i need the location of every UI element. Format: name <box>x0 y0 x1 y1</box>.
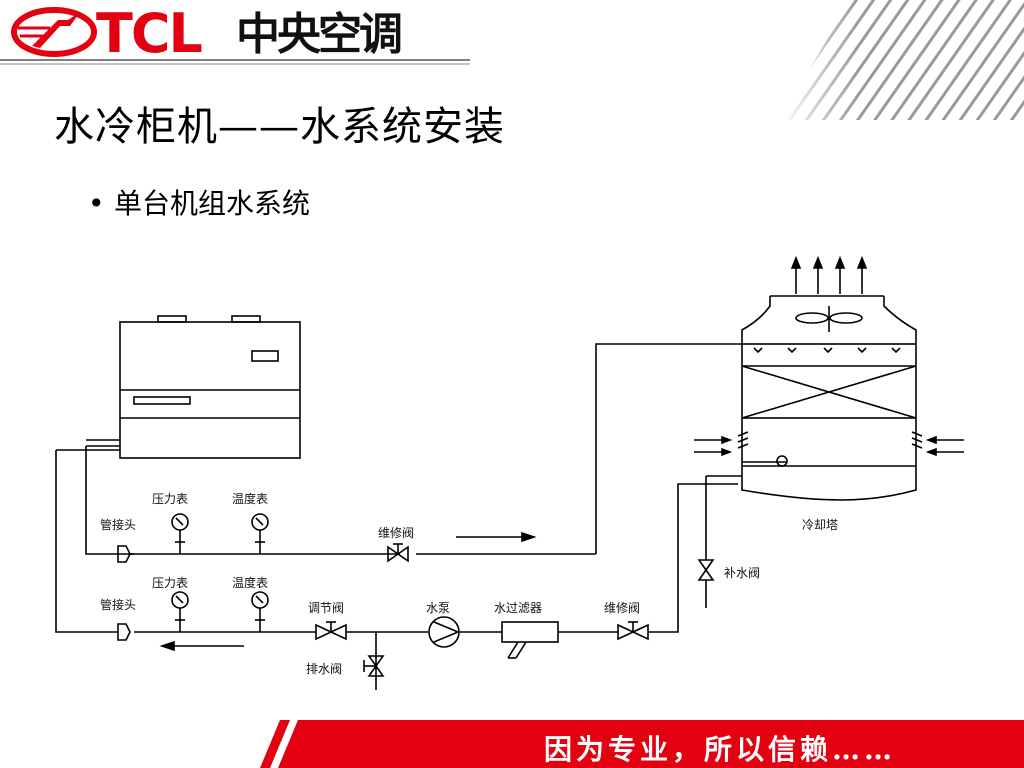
label-makeup-valve: 补水阀 <box>724 566 761 580</box>
bullet-text: 单台机组水系统 <box>114 187 311 220</box>
return-line <box>55 450 738 690</box>
header-rule <box>0 59 470 65</box>
label-thermometer-bottom: 温度表 <box>232 576 269 590</box>
logo-chinese-name: 中央空调 <box>236 9 403 60</box>
label-regulating-valve: 调节阀 <box>308 601 345 615</box>
label-pressure-gauge-top: 压力表 <box>152 492 189 506</box>
slide-title: 水冷柜机——水系统安装 <box>54 104 505 150</box>
label-service-valve-bottom: 维修阀 <box>604 601 641 615</box>
bullet-marker: • <box>88 187 105 220</box>
supply-line <box>85 343 742 563</box>
water-cooled-cabinet-unit <box>56 315 301 459</box>
bullet-item: • 单台机组水系统 <box>88 182 310 222</box>
label-water-pump: 水泵 <box>426 601 451 615</box>
footer-band <box>0 714 1024 768</box>
label-pressure-gauge-bottom: 压力表 <box>152 576 189 590</box>
label-pipe-joint-top: 管接头 <box>100 518 137 532</box>
label-thermometer-top: 温度表 <box>232 492 269 506</box>
label-pipe-joint-bottom: 管接头 <box>100 598 137 612</box>
logo-wordmark: TCL <box>96 2 203 65</box>
makeup-water-line <box>697 475 742 608</box>
label-service-valve-top: 维修阀 <box>378 526 415 540</box>
label-drain-valve: 排水阀 <box>306 662 343 676</box>
label-cooling-tower: 冷却塔 <box>802 518 839 532</box>
cooling-tower <box>694 255 964 501</box>
label-water-filter: 水过滤器 <box>494 601 543 615</box>
footer-slogan: 因为专业，所以信赖…… <box>544 733 897 766</box>
tcl-logo-icon <box>11 7 97 57</box>
